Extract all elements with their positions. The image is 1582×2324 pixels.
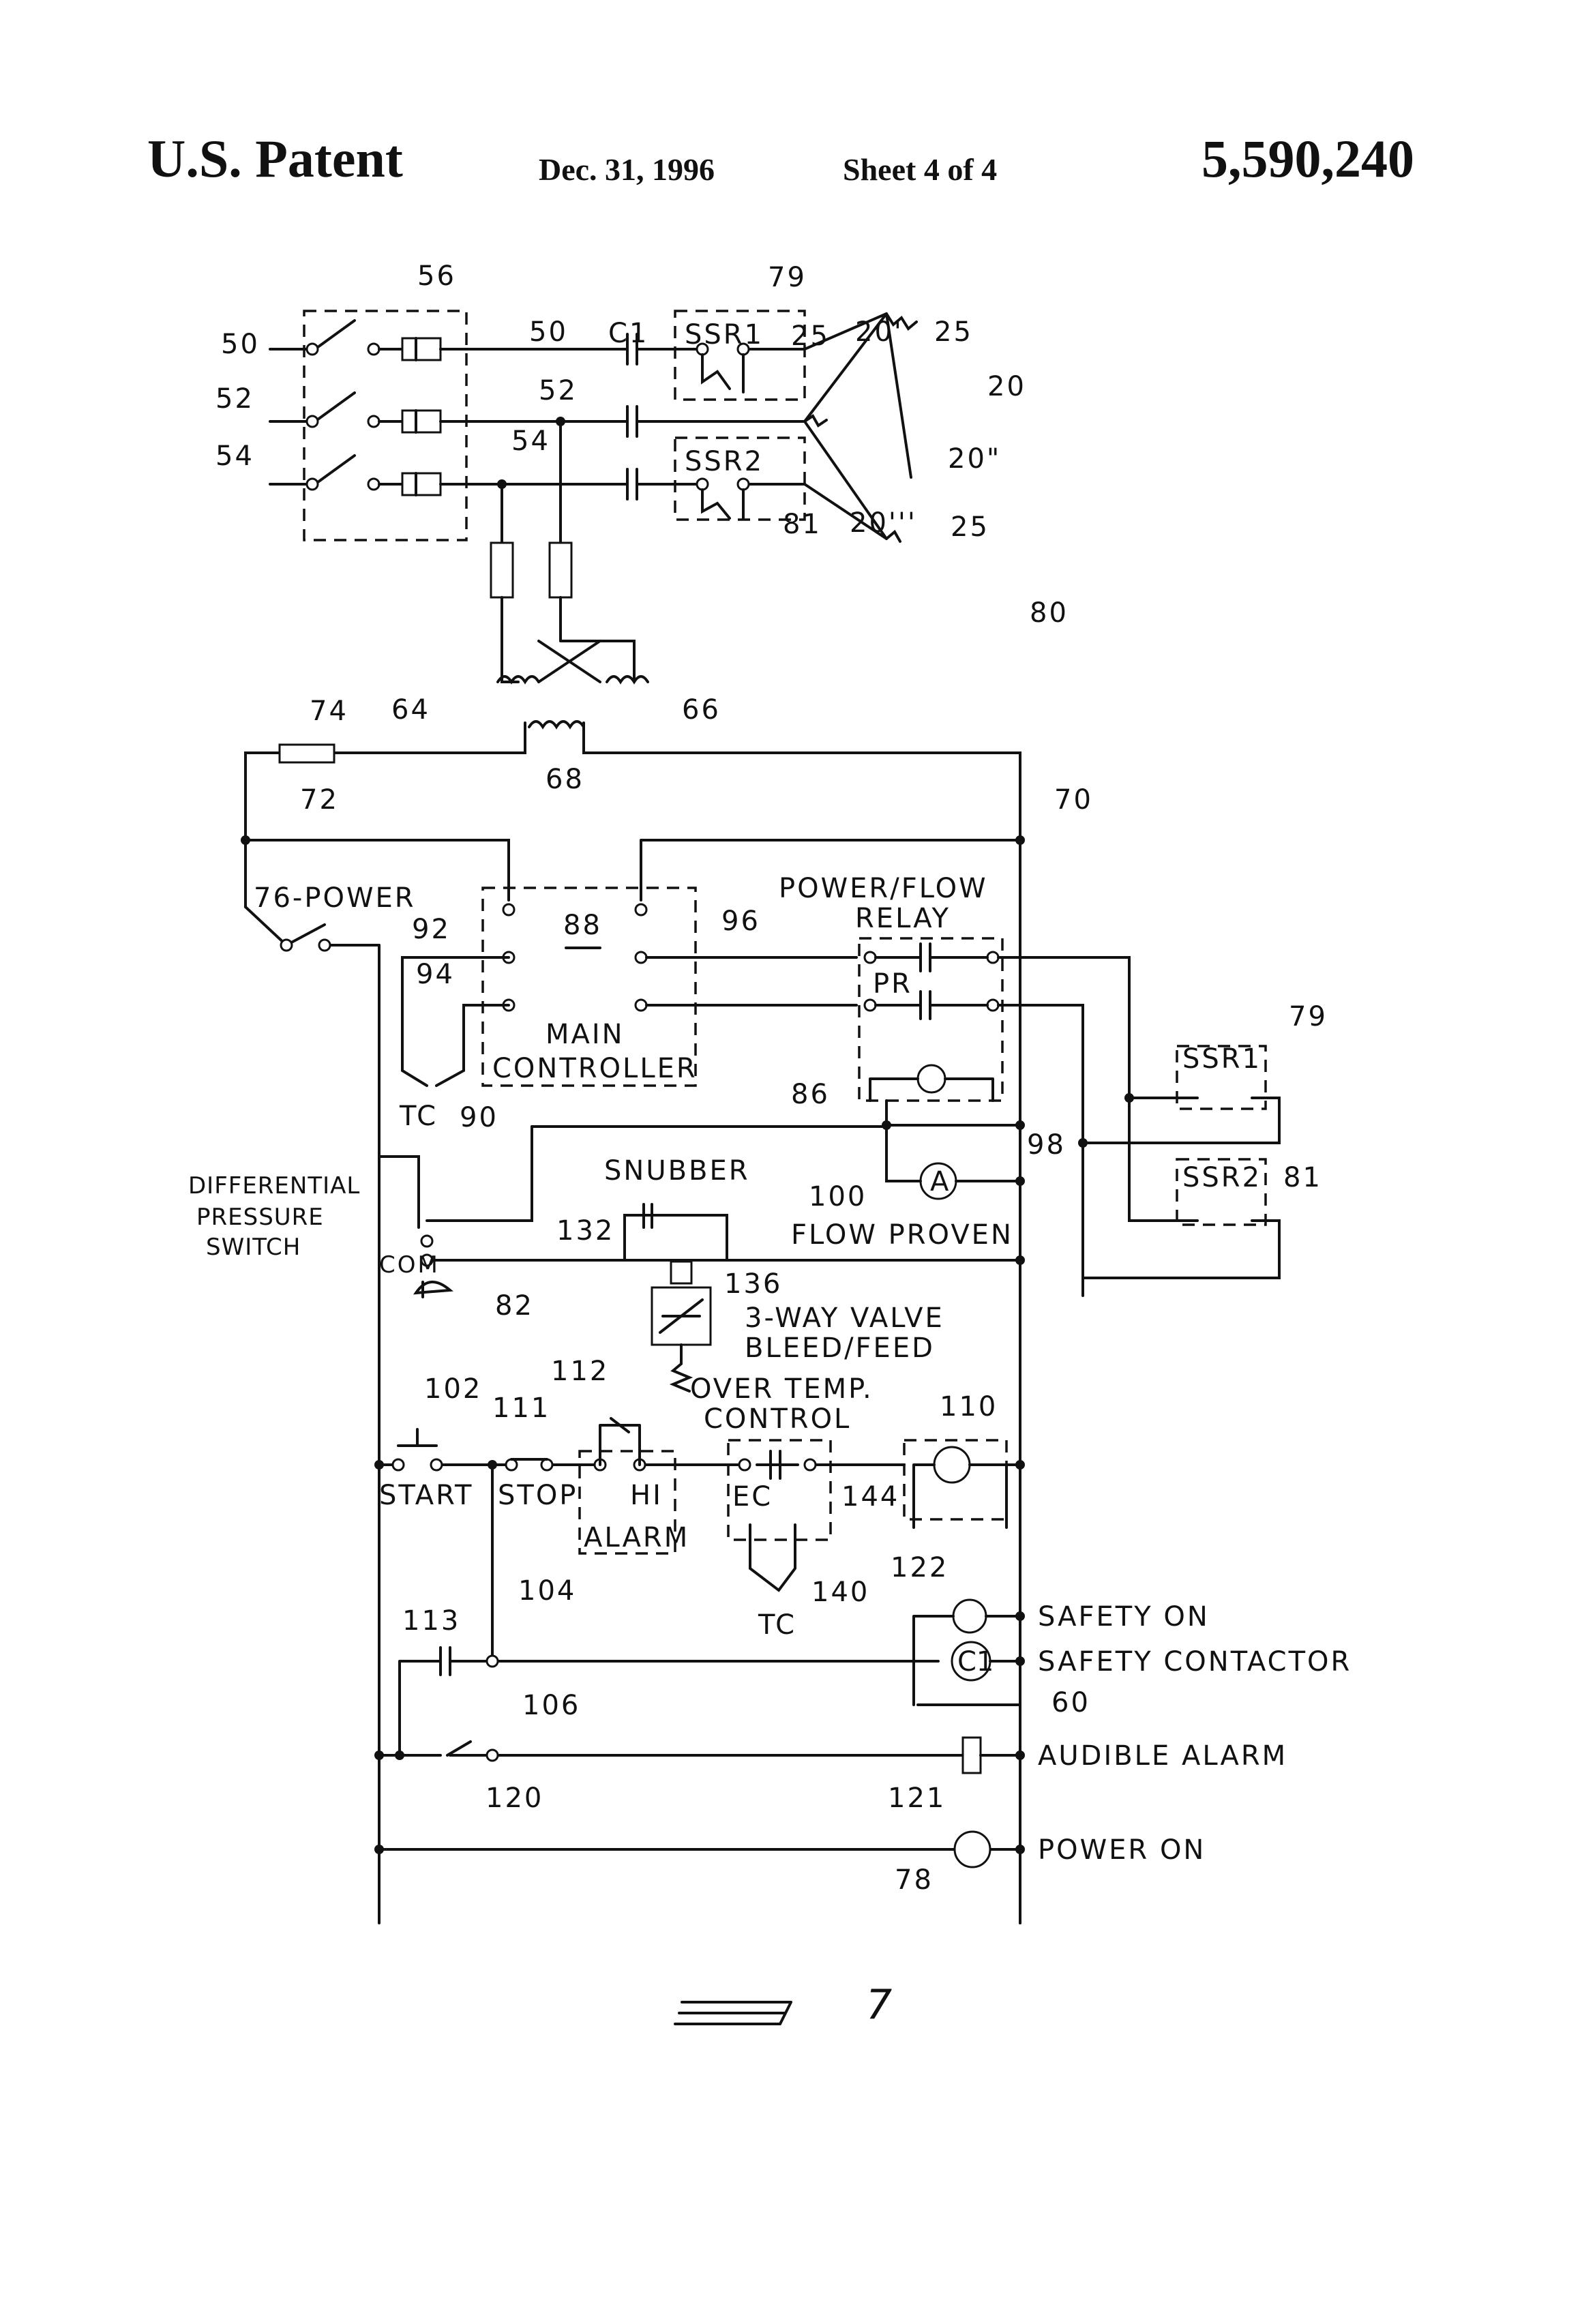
ref-94: 94 bbox=[416, 959, 455, 990]
over-temp-label-1: OVER TEMP. bbox=[690, 1373, 874, 1405]
ref-102: 102 bbox=[424, 1373, 482, 1405]
flow-proven-lamp bbox=[886, 1125, 1020, 1199]
c1-label-top: C1 bbox=[608, 318, 648, 349]
ref-25-b: 25 bbox=[934, 316, 973, 348]
ref-88: 88 bbox=[563, 910, 602, 941]
alarm-label: ALARM bbox=[584, 1522, 689, 1553]
ref-113: 113 bbox=[402, 1605, 460, 1637]
ref-54-in: 54 bbox=[215, 441, 254, 472]
stop-label: STOP bbox=[498, 1480, 578, 1511]
over-temp-label-2: CONTROL bbox=[704, 1403, 851, 1435]
ref-112: 112 bbox=[551, 1356, 609, 1387]
tc-90-label: TC bbox=[399, 1101, 438, 1132]
differential-pressure-switch bbox=[379, 1127, 1020, 1297]
snubber-label: SNUBBER bbox=[604, 1155, 750, 1187]
ref-56: 56 bbox=[417, 260, 456, 292]
ref-25-a: 25 bbox=[791, 321, 830, 352]
ref-98: 98 bbox=[1027, 1129, 1066, 1161]
ref-68: 68 bbox=[546, 764, 584, 795]
ref-111: 111 bbox=[492, 1392, 550, 1424]
ec-label: EC bbox=[732, 1481, 773, 1513]
dps-label-1: DIFFERENTIAL bbox=[188, 1172, 360, 1200]
ref-50-line: 50 bbox=[529, 316, 568, 348]
power-on-label: POWER ON bbox=[1038, 1834, 1206, 1866]
power-flow-label-2: RELAY bbox=[855, 903, 951, 934]
c1-contactor-symbol: C1 bbox=[957, 1646, 994, 1678]
ssr1-label-top: SSR1 bbox=[685, 319, 764, 351]
ssr2-label-bottom: SSR2 bbox=[1182, 1162, 1262, 1193]
ref-52-line: 52 bbox=[539, 375, 578, 406]
ammeter-a-label: A bbox=[930, 1166, 949, 1197]
ref-66: 66 bbox=[682, 694, 721, 726]
power-switch-label: 76-POWER bbox=[254, 882, 416, 914]
valve-label-2: BLEED/FEED bbox=[745, 1332, 935, 1364]
tc-140-label: TC bbox=[758, 1609, 796, 1641]
ref-140: 140 bbox=[811, 1577, 869, 1608]
start-label: START bbox=[379, 1480, 473, 1511]
ref-120: 120 bbox=[486, 1783, 543, 1814]
main-controller-label-1: MAIN bbox=[546, 1019, 625, 1050]
ref-104: 104 bbox=[518, 1575, 576, 1607]
ref-72: 72 bbox=[300, 784, 339, 816]
ref-81-top: 81 bbox=[783, 509, 822, 540]
flow-proven-label: FLOW PROVEN bbox=[791, 1219, 1013, 1251]
ref-79-bottom: 79 bbox=[1289, 1001, 1328, 1032]
ref-81-bottom: 81 bbox=[1283, 1162, 1322, 1193]
ref-136: 136 bbox=[724, 1268, 782, 1300]
ref-90: 90 bbox=[460, 1102, 498, 1133]
dps-label-3: SWITCH bbox=[206, 1234, 301, 1261]
ref-52-in: 52 bbox=[215, 383, 254, 415]
ref-25-c: 25 bbox=[951, 511, 989, 543]
ref-20-dprime: 20" bbox=[948, 443, 1001, 475]
figure-number: 7 bbox=[866, 1981, 894, 2029]
ref-92: 92 bbox=[412, 914, 451, 945]
ref-110: 110 bbox=[940, 1391, 998, 1422]
dps-label-2: PRESSURE bbox=[196, 1204, 324, 1231]
com-label: COM bbox=[379, 1251, 440, 1279]
ssr1-label-bottom: SSR1 bbox=[1182, 1043, 1262, 1075]
ref-86: 86 bbox=[791, 1079, 830, 1110]
ref-132: 132 bbox=[556, 1215, 614, 1247]
ref-122: 122 bbox=[891, 1552, 949, 1583]
ref-54-line: 54 bbox=[511, 426, 550, 457]
fig-mark: 7 bbox=[675, 1981, 894, 2029]
ref-82: 82 bbox=[495, 1290, 534, 1322]
pr-label: PR bbox=[873, 968, 912, 1000]
disconnect-56 bbox=[270, 311, 466, 540]
ref-121: 121 bbox=[888, 1783, 946, 1814]
control-transformer-64 bbox=[245, 641, 1020, 1923]
ref-70: 70 bbox=[1054, 784, 1093, 816]
audible-alarm-label: AUDIBLE ALARM bbox=[1038, 1740, 1287, 1772]
ref-96: 96 bbox=[721, 906, 760, 937]
ref-106: 106 bbox=[522, 1690, 580, 1721]
power-flow-label-1: POWER/FLOW bbox=[779, 873, 988, 904]
ref-60: 60 bbox=[1051, 1687, 1090, 1718]
ref-50-in: 50 bbox=[221, 329, 260, 360]
hi-label: HI bbox=[630, 1480, 663, 1511]
ref-79-top: 79 bbox=[768, 262, 807, 293]
ref-78: 78 bbox=[895, 1864, 934, 1896]
ref-20-tprime: 20''' bbox=[850, 507, 917, 539]
ref-20: 20 bbox=[987, 371, 1026, 402]
ref-100: 100 bbox=[809, 1181, 867, 1212]
ref-20-prime: 20' bbox=[855, 316, 904, 348]
safety-on-label: SAFETY ON bbox=[1038, 1601, 1210, 1633]
ref-64: 64 bbox=[391, 694, 430, 726]
ref-80: 80 bbox=[1030, 597, 1069, 629]
valve-label-1: 3-WAY VALVE bbox=[745, 1302, 944, 1334]
safety-contactor-label: SAFETY CONTACTOR bbox=[1038, 1646, 1352, 1678]
snubber-valve bbox=[625, 1204, 727, 1391]
main-controller-label-2: CONTROLLER bbox=[492, 1053, 698, 1084]
fuse-74 bbox=[280, 745, 334, 762]
ref-74: 74 bbox=[310, 696, 348, 727]
ref-144: 144 bbox=[841, 1481, 899, 1513]
ssr2-label-top: SSR2 bbox=[685, 446, 764, 477]
